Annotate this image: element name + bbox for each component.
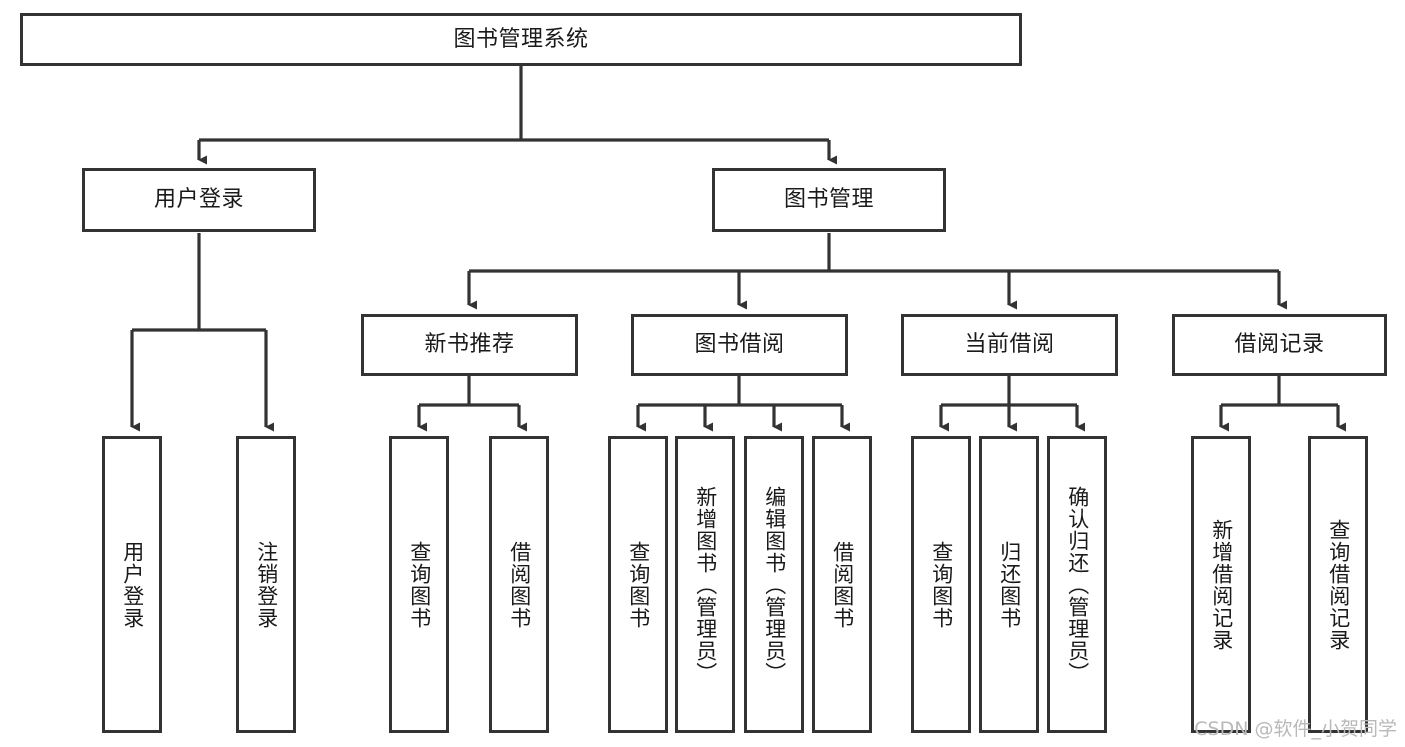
node-new-book-recommend[interactable]: 新书推荐 [361,314,578,376]
node-leaf-return-book[interactable]: 归还图书 [979,436,1039,733]
node-label: 图书借阅 [694,332,785,358]
node-user-login[interactable]: 用户登录 [82,168,316,232]
node-label: 查询图书 [626,540,651,629]
node-label: 编辑图书（管理员） [762,485,787,684]
node-label: 新书推荐 [424,332,515,358]
node-label: 查询图书 [929,540,954,629]
node-label: 借阅图书 [507,540,532,629]
node-leaf-query-book-1[interactable]: 查询图书 [389,436,449,733]
node-label: 确认归还（管理员） [1065,485,1090,684]
node-book-management-system[interactable]: 图书管理系统 [20,13,1022,66]
node-leaf-query-book-3[interactable]: 查询图书 [911,436,971,733]
node-label: 新增图书（管理员） [693,485,718,684]
node-current-borrow[interactable]: 当前借阅 [901,314,1118,376]
csdn-watermark: CSDN @软件_小贺同学 [1194,718,1397,740]
node-leaf-user-login[interactable]: 用户登录 [102,436,162,733]
node-label: 新增借阅记录 [1209,518,1234,651]
node-leaf-query-record[interactable]: 查询借阅记录 [1308,436,1368,733]
node-label: 用户登录 [153,187,244,213]
node-leaf-borrow-book-1[interactable]: 借阅图书 [489,436,549,733]
node-label: 图书管理 [783,187,874,213]
node-leaf-add-book[interactable]: 新增图书（管理员） [675,436,735,733]
node-label: 图书管理系统 [453,26,589,52]
node-leaf-confirm-return[interactable]: 确认归还（管理员） [1047,436,1107,733]
node-label: 查询图书 [407,540,432,629]
node-book-management[interactable]: 图书管理 [712,168,946,232]
node-label: 借阅记录 [1234,332,1325,358]
node-label: 借阅图书 [830,540,855,629]
node-book-borrow[interactable]: 图书借阅 [631,314,848,376]
node-leaf-logout-login[interactable]: 注销登录 [236,436,296,733]
node-label: 归还图书 [997,540,1022,629]
node-label: 用户登录 [120,540,145,629]
node-borrow-record[interactable]: 借阅记录 [1172,314,1387,376]
node-leaf-edit-book[interactable]: 编辑图书（管理员） [744,436,804,733]
node-leaf-borrow-book-2[interactable]: 借阅图书 [812,436,872,733]
node-label: 当前借阅 [964,332,1055,358]
node-label: 注销登录 [254,540,279,629]
node-leaf-query-book-2[interactable]: 查询图书 [608,436,668,733]
node-label: 查询借阅记录 [1326,518,1351,651]
node-leaf-add-record[interactable]: 新增借阅记录 [1191,436,1251,733]
